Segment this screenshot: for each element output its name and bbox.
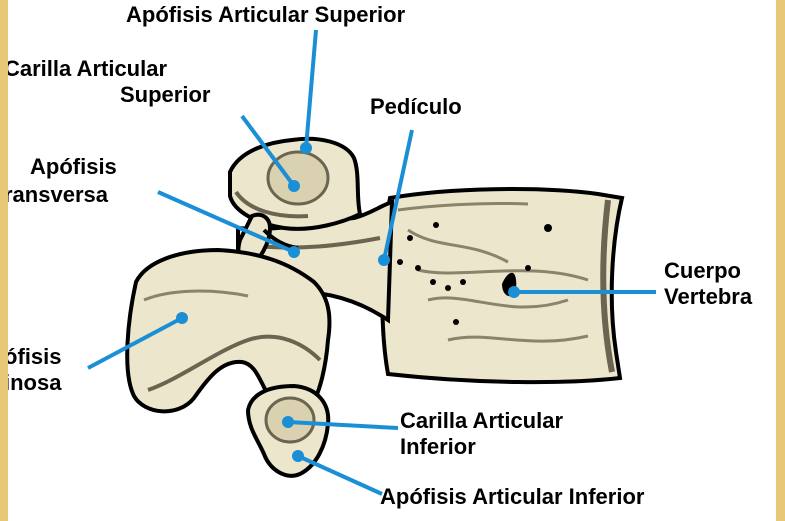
label-carilla-articular-superior-line2: Superior bbox=[120, 82, 210, 107]
leader-apofisis-articular-superior bbox=[306, 30, 316, 148]
label-pediculo: Pedículo bbox=[370, 94, 462, 119]
label-carilla-articular-inferior-line1: Carilla Articular bbox=[400, 408, 563, 433]
label-apofisis-espinosa-line1: óﬁsis bbox=[8, 344, 61, 369]
label-cuerpo-vertebral-line1: Cuerpo bbox=[664, 258, 741, 283]
leader-apofisis-articular-inferior bbox=[298, 456, 382, 494]
vertebral-body bbox=[382, 189, 622, 382]
label-cuerpo-vertebral-line2: Vertebra bbox=[664, 284, 752, 309]
label-apofisis-articular-superior: Apófisis Articular Superior bbox=[126, 2, 405, 27]
label-apofisis-transversa-line1: Apófisis bbox=[30, 154, 117, 179]
label-apofisis-transversa-line2: ransversa bbox=[8, 182, 108, 207]
label-carilla-articular-inferior-line2: Inferior bbox=[400, 434, 476, 459]
diagram-panel: Apófisis Articular Superior Carilla Arti… bbox=[8, 0, 776, 521]
label-apofisis-articular-inferior: Apófisis Articular Inferior bbox=[380, 484, 644, 509]
label-apofisis-espinosa-line2: inosa bbox=[8, 370, 61, 395]
label-carilla-articular-superior-line1: Carilla Articular bbox=[8, 56, 167, 81]
